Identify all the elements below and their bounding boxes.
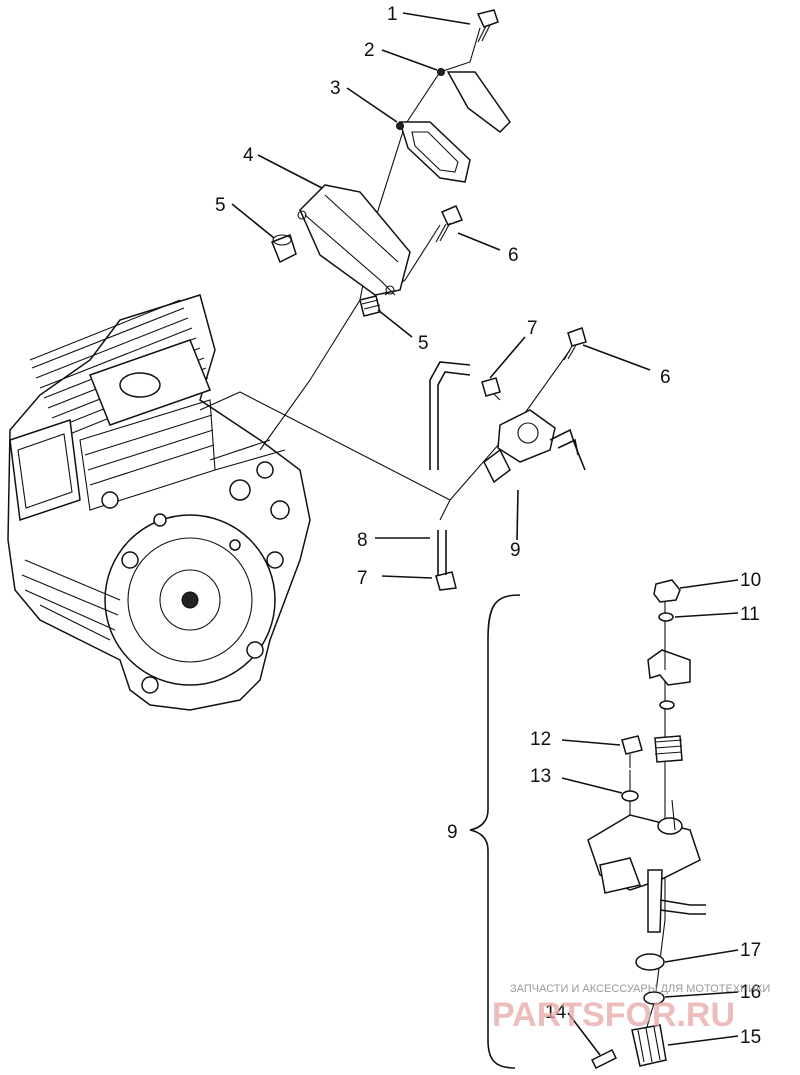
part-12-screw bbox=[621, 735, 643, 755]
callout-8: 8 bbox=[357, 530, 368, 551]
watermark-logo: PARTSFOR.RU bbox=[492, 996, 735, 1034]
callout-labels: 1 2 3 4 5 6 5 7 6 8 9 7 10 11 12 13 9 17… bbox=[215, 4, 761, 1048]
part-9-oil-pump bbox=[483, 409, 586, 484]
part-2-cover-plate bbox=[437, 68, 511, 133]
callout-3: 3 bbox=[330, 78, 341, 99]
group-9-brace bbox=[469, 594, 521, 1069]
callout-9a: 9 bbox=[510, 540, 521, 561]
part-10-nut bbox=[653, 579, 681, 603]
part-3-gasket bbox=[396, 121, 471, 183]
callout-2: 2 bbox=[364, 40, 375, 61]
part-14-pin bbox=[590, 1048, 618, 1070]
callout-16: 16 bbox=[740, 982, 761, 1003]
part-17-o-ring bbox=[635, 953, 665, 971]
part-11-washer bbox=[658, 612, 674, 622]
callout-7a: 7 bbox=[527, 318, 538, 339]
pump-exploded-view bbox=[587, 579, 706, 1070]
callout-15: 15 bbox=[740, 1027, 761, 1048]
part-5-grommet-a bbox=[271, 234, 297, 264]
callout-14: 14 bbox=[545, 1002, 567, 1023]
callout-4: 4 bbox=[243, 145, 254, 166]
callout-5b: 5 bbox=[418, 333, 429, 354]
callout-10: 10 bbox=[740, 570, 761, 591]
part-8-hose bbox=[429, 361, 471, 575]
pump-body bbox=[587, 799, 706, 933]
callout-11: 11 bbox=[740, 604, 760, 625]
part-4-cover bbox=[297, 184, 411, 296]
part-13-washer bbox=[621, 790, 639, 802]
callout-17: 17 bbox=[740, 940, 761, 961]
callout-6b: 6 bbox=[660, 367, 671, 388]
engine-illustration bbox=[7, 294, 311, 711]
leader-lines bbox=[231, 12, 739, 1056]
part-15-drive-gear bbox=[631, 1024, 667, 1067]
pump-spring bbox=[654, 735, 683, 763]
part-16-seal bbox=[643, 991, 665, 1005]
callout-5a: 5 bbox=[215, 195, 226, 216]
callout-7b: 7 bbox=[357, 568, 368, 589]
callout-12: 12 bbox=[530, 729, 551, 750]
part-6-bolt-b bbox=[563, 327, 587, 361]
callout-13: 13 bbox=[530, 766, 551, 787]
part-5-grommet-b bbox=[359, 295, 381, 317]
watermark: ЗАПЧАСТИ И АКСЕССУАРЫ ДЛЯ МОТОТЕХНИКИ PA… bbox=[492, 983, 770, 1034]
part-6-bolt-a bbox=[435, 205, 464, 243]
callout-6a: 6 bbox=[508, 245, 519, 266]
part-1-bolt bbox=[476, 9, 499, 43]
callout-9b: 9 bbox=[447, 822, 458, 843]
callout-1: 1 bbox=[387, 4, 398, 25]
watermark-caption: ЗАПЧАСТИ И АКСЕССУАРЫ ДЛЯ МОТОТЕХНИКИ bbox=[510, 983, 770, 995]
part-7-clamp-a bbox=[481, 377, 501, 397]
